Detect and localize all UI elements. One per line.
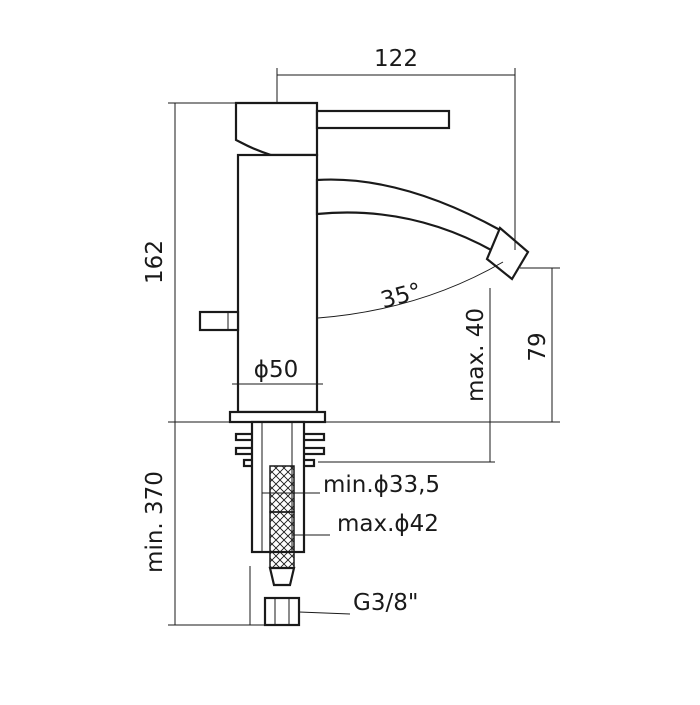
- braided-hose-lower: [269, 511, 295, 569]
- dimension-max-hole-diameter: max.ϕ42: [337, 511, 439, 537]
- dimension-lines: [168, 68, 560, 626]
- aerator: [485, 226, 530, 281]
- dimension-spout-outlet-height: 79: [525, 332, 551, 361]
- braided-hose-upper: [269, 465, 295, 513]
- dimension-max-deck-thickness: max. 40: [463, 308, 489, 402]
- base-flange: [228, 410, 327, 424]
- dimension-body-diameter: ϕ50: [254, 357, 298, 383]
- dimension-overall-height: 162: [142, 240, 168, 284]
- dimension-overall-width: 122: [374, 46, 418, 72]
- hose-nut: [263, 596, 301, 627]
- under-deck-assembly: [234, 420, 326, 627]
- dimension-min-hose-length: min. 370: [142, 471, 168, 573]
- dimension-spout-angle: 35°: [378, 278, 424, 314]
- popup-knob: [198, 310, 240, 332]
- body-cylinder: [236, 153, 319, 414]
- dimension-min-hole-diameter: min.ϕ33,5: [323, 472, 440, 498]
- lever-handle: [315, 109, 451, 130]
- faucet-body: [198, 101, 530, 424]
- handle-hub: [234, 101, 319, 157]
- dimension-thread-size: G3/8": [353, 590, 418, 616]
